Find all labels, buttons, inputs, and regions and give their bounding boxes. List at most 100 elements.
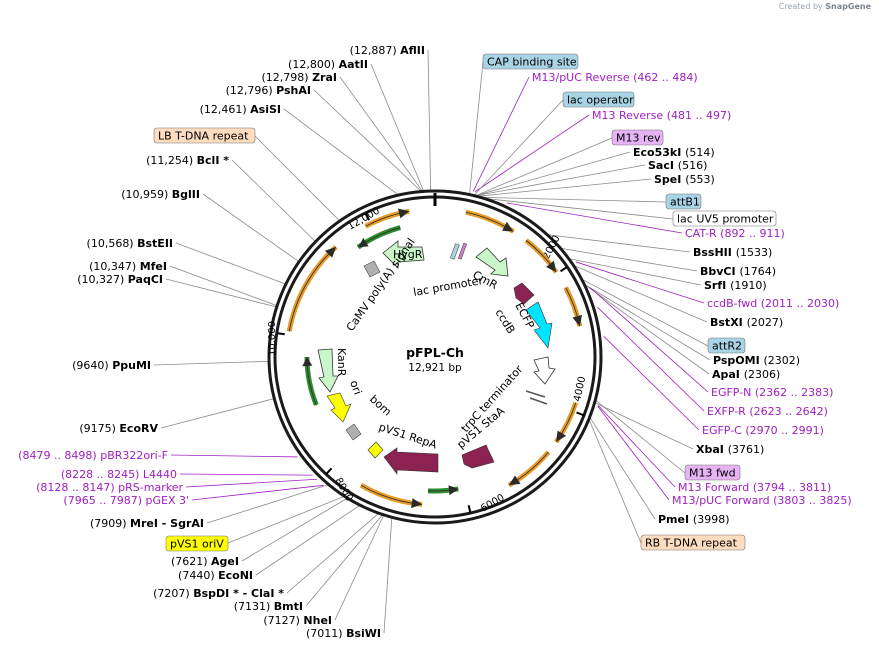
pvs1-repa-feature[interactable]	[383, 447, 439, 475]
enzyme-site-label[interactable]: (12,461) AsiSI	[200, 103, 281, 116]
tick-mark	[560, 266, 568, 273]
feature-box[interactable]	[665, 193, 702, 210]
enzyme-site-label[interactable]: (10,959) BglII	[121, 188, 200, 201]
pvs1-staa-feature[interactable]	[461, 444, 495, 469]
ori-label: ori	[347, 379, 364, 397]
feature-box[interactable]	[707, 337, 746, 354]
primer-range: (3794 .. 3811)	[753, 481, 832, 494]
feature-box[interactable]	[684, 464, 741, 481]
primer-label[interactable]: (8479 .. 8498) pBR322ori-F	[18, 449, 168, 462]
enzyme-site-label[interactable]: (7909) MreI - SgrAI	[90, 517, 204, 530]
leader-line	[597, 405, 676, 488]
enzyme-site-name: AsiSI	[250, 103, 281, 116]
enzyme-site-label[interactable]: (12,887) AflII	[350, 44, 425, 57]
enzyme-site-label[interactable]: (7131) BmtI	[234, 600, 303, 613]
ecfp-feature[interactable]	[525, 301, 553, 349]
primer-label[interactable]: CAT-R (892 .. 911)	[685, 227, 785, 240]
enzyme-site-label[interactable]: (11,254) BclI *	[146, 154, 229, 167]
primer-name: pRS-marker	[118, 481, 183, 494]
enzyme-site-label[interactable]: (9175) EcoRV	[79, 422, 158, 435]
feature-box[interactable]	[672, 210, 777, 227]
enzyme-site-label[interactable]: (12,800) AatII	[288, 58, 368, 71]
enzyme-site-label[interactable]: Eco53kI (514)	[633, 146, 715, 159]
enzyme-site-label[interactable]: (7621) AgeI	[171, 555, 239, 568]
primer-label[interactable]: M13 Forward (3794 .. 3811)	[678, 481, 831, 494]
feature-arc-head	[448, 485, 459, 496]
ccdb-feature[interactable]	[513, 282, 535, 305]
tick-mark	[467, 505, 472, 514]
hygr-feature[interactable]	[382, 240, 425, 269]
primer-range: (2970 .. 2991)	[745, 424, 824, 437]
primer-label[interactable]: (8228 .. 8245) L4440	[61, 468, 177, 481]
leader-line	[590, 287, 709, 393]
bom-label: bom	[367, 393, 394, 419]
enzyme-site-label[interactable]: (12,798) ZraI	[262, 71, 338, 84]
enzyme-site-label[interactable]: PmeI (3998)	[658, 513, 730, 526]
leader-line	[483, 197, 674, 220]
camv-feature[interactable]	[363, 260, 381, 278]
enzyme-site-label[interactable]: (10,347) MfeI	[89, 260, 167, 273]
enzyme-site-label[interactable]: SpeI (553)	[654, 173, 715, 186]
primer-label[interactable]: EXFP-R (2623 .. 2642)	[707, 405, 828, 418]
primer-label[interactable]: M13/pUC Forward (3803 .. 3825)	[672, 494, 852, 507]
primer-label[interactable]: EGFP-C (2970 .. 2991)	[702, 424, 824, 437]
feature-box[interactable]	[562, 91, 635, 108]
enzyme-site-position: (516)	[678, 159, 708, 172]
leader-line	[595, 399, 686, 474]
primer-label[interactable]: M13 Reverse (481 .. 497)	[592, 109, 731, 122]
enzyme-site-label[interactable]: (10,327) PaqCI	[77, 273, 163, 286]
feature-box[interactable]	[640, 534, 746, 551]
enzyme-site-label[interactable]: BbvCI (1764)	[700, 265, 776, 278]
primer-label[interactable]: EGFP-N (2362 .. 2383)	[711, 386, 833, 399]
feature-box[interactable]	[482, 53, 579, 70]
primer-label[interactable]: (7965 .. 7987) pGEX 3'	[63, 494, 189, 507]
enzyme-site-label[interactable]: (7011) BsiWI	[306, 627, 381, 640]
leader-line	[255, 505, 360, 576]
ori-feature[interactable]	[326, 392, 352, 423]
enzyme-site-label[interactable]: PspOMI (2302)	[713, 354, 800, 367]
enzyme-site-label[interactable]: (12,796) PshAI	[226, 84, 311, 97]
kanr-feature[interactable]	[317, 348, 339, 393]
enzyme-site-label[interactable]: BssHII (1533)	[693, 246, 772, 259]
kanr-label: KanR	[335, 348, 348, 377]
feature-box[interactable]	[165, 535, 229, 552]
enzyme-site-position: (553)	[685, 173, 715, 186]
leader-line	[575, 261, 705, 304]
enzyme-site-label[interactable]: ApaI (2306)	[712, 368, 780, 381]
attr2-feature[interactable]	[533, 356, 556, 385]
enzyme-site-position: (7011)	[306, 627, 346, 640]
cap-site-feature[interactable]	[458, 242, 467, 260]
leader-line	[160, 398, 274, 429]
enzyme-site-label[interactable]: (7127) NheI	[263, 614, 332, 627]
trpc-terminator-mark-2	[529, 397, 548, 405]
enzyme-site-name: BstEII	[137, 237, 173, 250]
enzyme-site-label[interactable]: SrfI (1910)	[704, 279, 767, 292]
leader-line	[313, 89, 421, 191]
enzyme-site-label[interactable]: (10,568) BstEII	[87, 237, 173, 250]
primer-label[interactable]: M13/pUC Reverse (462 .. 484)	[532, 71, 698, 84]
leader-line	[370, 63, 424, 191]
leader-line	[469, 61, 484, 195]
hygr-label: HygR	[393, 248, 423, 261]
enzyme-site-label[interactable]: (7207) BspDI * - ClaI *	[153, 587, 284, 600]
enzyme-site-label[interactable]: (9640) PpuMI	[72, 359, 151, 372]
enzyme-site-label[interactable]: SacI (516)	[648, 159, 707, 172]
pvs1-oriv-feature[interactable]	[367, 441, 384, 459]
enzyme-site-name: EcoRV	[119, 422, 158, 435]
lac-promoter-feature[interactable]	[450, 243, 460, 260]
feature-box-label: lac operator	[567, 94, 634, 107]
enzyme-site-label[interactable]: (7440) EcoNI	[178, 569, 253, 582]
primer-label[interactable]: (8128 .. 8147) pRS-marker	[36, 481, 183, 494]
feature-box[interactable]	[153, 127, 256, 144]
primer-name: EXFP-R	[707, 405, 749, 418]
cmr-feature[interactable]	[475, 247, 509, 277]
feature-box-label: LB T-DNA repeat	[158, 130, 249, 143]
leader-line	[202, 193, 299, 262]
enzyme-site-name: BstXI	[710, 316, 747, 329]
primer-label[interactable]: ccdB-fwd (2011 .. 2030)	[707, 297, 839, 310]
enzyme-site-label[interactable]: BstXI (2027)	[710, 316, 783, 329]
enzyme-site-label[interactable]: XbaI (3761)	[696, 443, 764, 456]
feature-box[interactable]	[611, 129, 664, 146]
enzyme-site-name: MfeI	[140, 260, 167, 273]
bom-feature[interactable]	[345, 423, 362, 441]
